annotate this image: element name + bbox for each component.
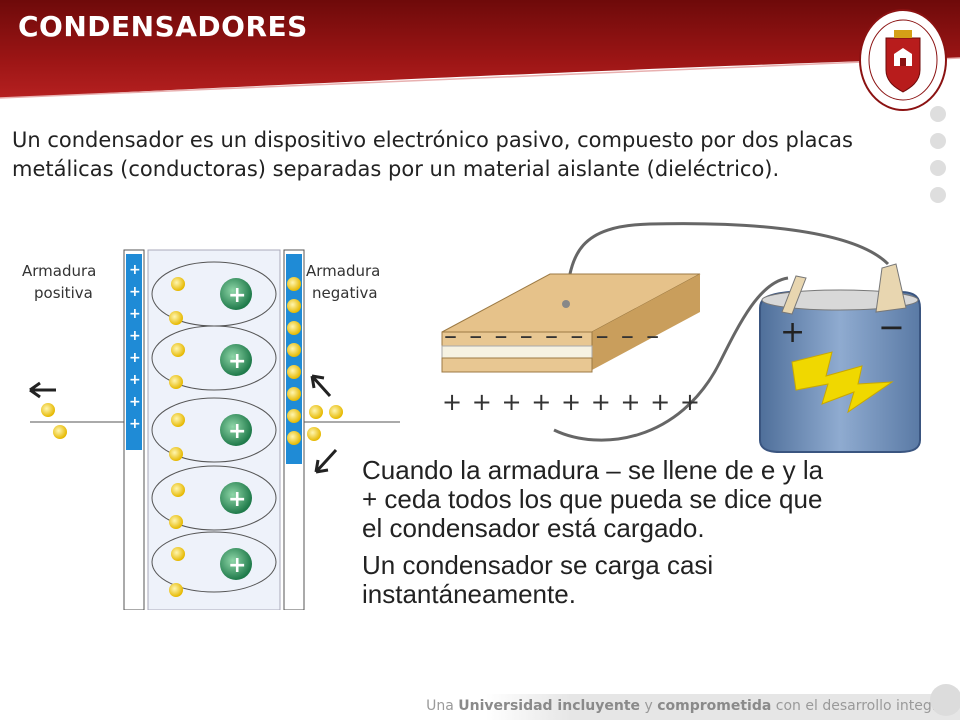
battery-terminal-positive bbox=[781, 275, 807, 315]
footer-text-1: Una bbox=[426, 698, 459, 714]
svg-text:+: + bbox=[228, 419, 246, 444]
positive-plate-fill bbox=[126, 254, 142, 450]
svg-text:+: + bbox=[129, 372, 141, 388]
footer-text-5: con el desarrollo integral bbox=[771, 698, 950, 714]
svg-text:+: + bbox=[129, 350, 141, 366]
body-paragraph-charge: Cuando la armadura – se llene de e y la … bbox=[362, 455, 824, 543]
decorative-dot bbox=[930, 133, 946, 149]
lightning-icon bbox=[791, 351, 894, 414]
footer-band bbox=[486, 694, 960, 720]
wire-terminal bbox=[562, 300, 570, 308]
positive-plate-charges: + + + + + + + + bbox=[129, 262, 141, 432]
decorative-dot bbox=[930, 160, 946, 176]
svg-text:+: + bbox=[228, 553, 246, 578]
slide-title: CONDENSADORES bbox=[18, 10, 308, 43]
dielectric-region bbox=[147, 249, 281, 611]
dipole-plus-signs: + + + + + bbox=[228, 283, 246, 578]
battery-terminal-negative bbox=[875, 263, 907, 313]
decorative-dots bbox=[930, 106, 946, 214]
dipole-nuclei bbox=[220, 278, 252, 580]
svg-text:+: + bbox=[129, 328, 141, 344]
svg-text:+: + bbox=[228, 283, 246, 308]
dipole-electrons bbox=[169, 277, 185, 597]
outgoing-arrow-icon bbox=[314, 448, 338, 474]
svg-text:+: + bbox=[129, 416, 141, 432]
footer-decorative-dot bbox=[930, 684, 960, 716]
header-background bbox=[0, 0, 960, 99]
footer-text-2: Universidad incluyente bbox=[458, 698, 641, 714]
left-arrow-icon bbox=[29, 381, 56, 399]
decorative-dot bbox=[930, 106, 946, 122]
wire-electrons bbox=[41, 403, 343, 441]
svg-text:+: + bbox=[228, 349, 246, 374]
footer-tagline: Una Universidad incluyente y comprometid… bbox=[426, 698, 950, 714]
university-seal-icon bbox=[859, 9, 947, 111]
battery-diagram-svg: – – – – – – – – – + + + + + + + + + + − bbox=[441, 222, 921, 453]
label-positive-2: positiva bbox=[34, 284, 93, 302]
decorative-dot bbox=[930, 187, 946, 203]
header-banner: CONDENSADORES bbox=[0, 0, 960, 120]
footer-text-3: y bbox=[640, 698, 658, 714]
capacitor-charge-diagram: Armadura positiva Armadura negativa ++++… bbox=[0, 240, 410, 611]
dipole-orbits bbox=[151, 261, 277, 593]
label-negative-1: Armadura bbox=[306, 262, 380, 280]
svg-text:+: + bbox=[129, 284, 141, 300]
top-wire bbox=[564, 222, 890, 305]
capacitor-battery-diagram: – – – – – – – – – + + + + + + + + + + − bbox=[430, 212, 950, 462]
bottom-charges: + + + + + + + + + bbox=[442, 388, 701, 416]
footer-text-4: comprometida bbox=[657, 698, 772, 714]
bottom-wire bbox=[553, 276, 789, 442]
body-text: Cuando la armadura – se llene de e y la … bbox=[362, 456, 832, 609]
label-negative-2: negativa bbox=[312, 284, 378, 302]
capacitor-side bbox=[592, 274, 700, 370]
battery-plus: + bbox=[780, 315, 805, 350]
svg-text:+: + bbox=[228, 487, 246, 512]
negative-plate-electrons bbox=[287, 277, 301, 445]
capacitor-plate-lower bbox=[441, 357, 593, 373]
svg-text:+: + bbox=[129, 262, 141, 278]
incoming-arrow-icon bbox=[310, 374, 332, 398]
label-positive-1: Armadura bbox=[22, 262, 96, 280]
top-charges: – – – – – – – – – bbox=[444, 321, 661, 351]
svg-text:+: + bbox=[129, 394, 141, 410]
svg-text:+: + bbox=[129, 306, 141, 322]
capacitor-diagram-svg: Armadura positiva Armadura negativa ++++… bbox=[22, 249, 400, 611]
intro-paragraph: Un condensador es un dispositivo electró… bbox=[12, 128, 853, 181]
battery-minus: − bbox=[878, 308, 905, 346]
body-paragraph-instant: Un condensador se carga casi instantánea… bbox=[362, 550, 714, 609]
